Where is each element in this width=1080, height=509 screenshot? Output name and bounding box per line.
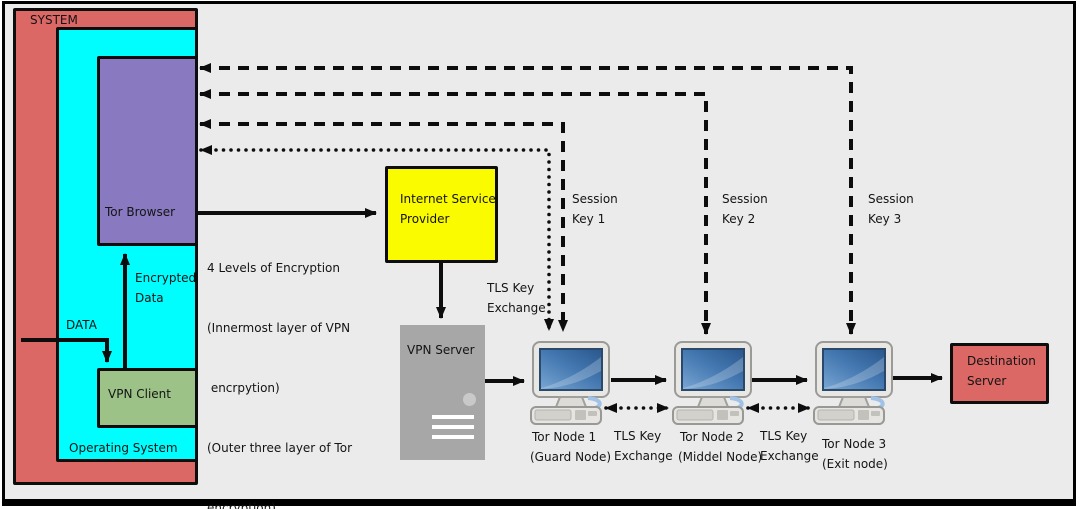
encryption-note: 4 Levels of Encryption (Innermost layer … [207,261,352,509]
tor-node-2-label: Tor Node 2 [680,430,745,444]
server-light-icon [463,393,476,406]
server-vent-icon [432,435,474,439]
tor-node-2-role: (Middel Node) [678,450,763,464]
vpn-client-box: VPN Client [97,368,198,428]
tor-node-1-role: (Guard Node) [530,450,612,464]
tor-node-3-role: (Exit node) [822,457,888,471]
operating-system-label: Operating System [69,441,178,455]
tor-node-1-label: Tor Node 1 [532,430,597,444]
data-label: DATA [66,318,97,332]
system-label: SYSTEM [30,13,78,27]
server-vent-icon [432,425,474,429]
vpn-server-box: VPN Server [400,325,485,460]
server-vent-icon [432,415,474,419]
tor-browser-box: Tor Browser [97,56,198,246]
vpn-server-label: VPN Server [407,343,475,357]
tor-node-3-label: Tor Node 3 [822,437,887,451]
vpn-client-label: VPN Client [108,387,171,401]
tor-browser-label: Tor Browser [105,205,176,219]
